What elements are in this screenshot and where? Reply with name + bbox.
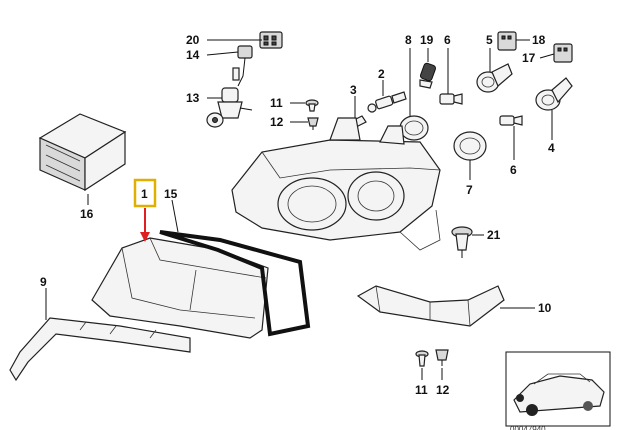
car-locator-inset xyxy=(505,351,611,427)
callout-12-top: 12 xyxy=(270,115,284,129)
connector-part-20 xyxy=(259,31,283,49)
gasket-part-15 xyxy=(159,230,311,337)
bulb-part-6-top xyxy=(439,93,463,105)
callout-11-lower: 11 xyxy=(415,383,428,397)
trim-part-9 xyxy=(9,317,191,382)
callout-17: 17 xyxy=(522,51,536,65)
screw-part-11-top xyxy=(305,99,319,112)
connector-part-18 xyxy=(497,31,517,51)
callout-9: 9 xyxy=(40,275,47,289)
callout-13: 13 xyxy=(186,91,200,105)
socket-part-4 xyxy=(535,77,573,111)
callout-5: 5 xyxy=(486,33,493,47)
headlight-housing xyxy=(231,117,441,251)
connector-part-17 xyxy=(553,43,573,63)
callout-14: 14 xyxy=(186,48,200,62)
callout-6-lower: 6 xyxy=(510,163,517,177)
bulb-part-19 xyxy=(419,62,437,89)
callout-15: 15 xyxy=(164,187,178,201)
bulb-part-6-lower xyxy=(499,115,523,126)
screw-part-21 xyxy=(451,226,473,258)
plug-part-14 xyxy=(232,45,253,87)
ring-part-8 xyxy=(399,115,429,141)
socket-part-5 xyxy=(476,63,513,93)
highlight-box-callout-1 xyxy=(133,178,157,208)
clip-part-12-top xyxy=(307,117,319,130)
callout-10: 10 xyxy=(538,301,552,315)
lens-part-1 xyxy=(91,237,269,339)
ring-part-7 xyxy=(453,131,487,161)
callout-1: 1 xyxy=(141,187,148,201)
screw-part-11-lower xyxy=(415,350,429,367)
callout-16: 16 xyxy=(80,207,94,221)
box-part-16 xyxy=(38,113,127,192)
bulb-part-2 xyxy=(367,91,407,113)
callout-20: 20 xyxy=(186,33,200,47)
callout-11-top: 11 xyxy=(270,96,283,110)
callout-4: 4 xyxy=(548,141,555,155)
callout-8: 8 xyxy=(405,33,412,47)
callout-2: 2 xyxy=(378,67,385,81)
highlight-arrow-head xyxy=(140,232,150,242)
bracket-part-10 xyxy=(356,285,505,327)
callout-18: 18 xyxy=(532,33,546,47)
callout-12-lower: 12 xyxy=(436,383,450,397)
diagram-code: 00047940 xyxy=(510,425,546,430)
clip-part-12-lower xyxy=(435,349,449,366)
callout-3: 3 xyxy=(350,83,357,97)
callout-19: 19 xyxy=(420,33,434,47)
callout-6-top: 6 xyxy=(444,33,451,47)
callout-21: 21 xyxy=(487,228,501,242)
bulb-part-13 xyxy=(206,87,253,128)
callout-7: 7 xyxy=(466,183,473,197)
headlight-location-marker xyxy=(516,394,524,402)
